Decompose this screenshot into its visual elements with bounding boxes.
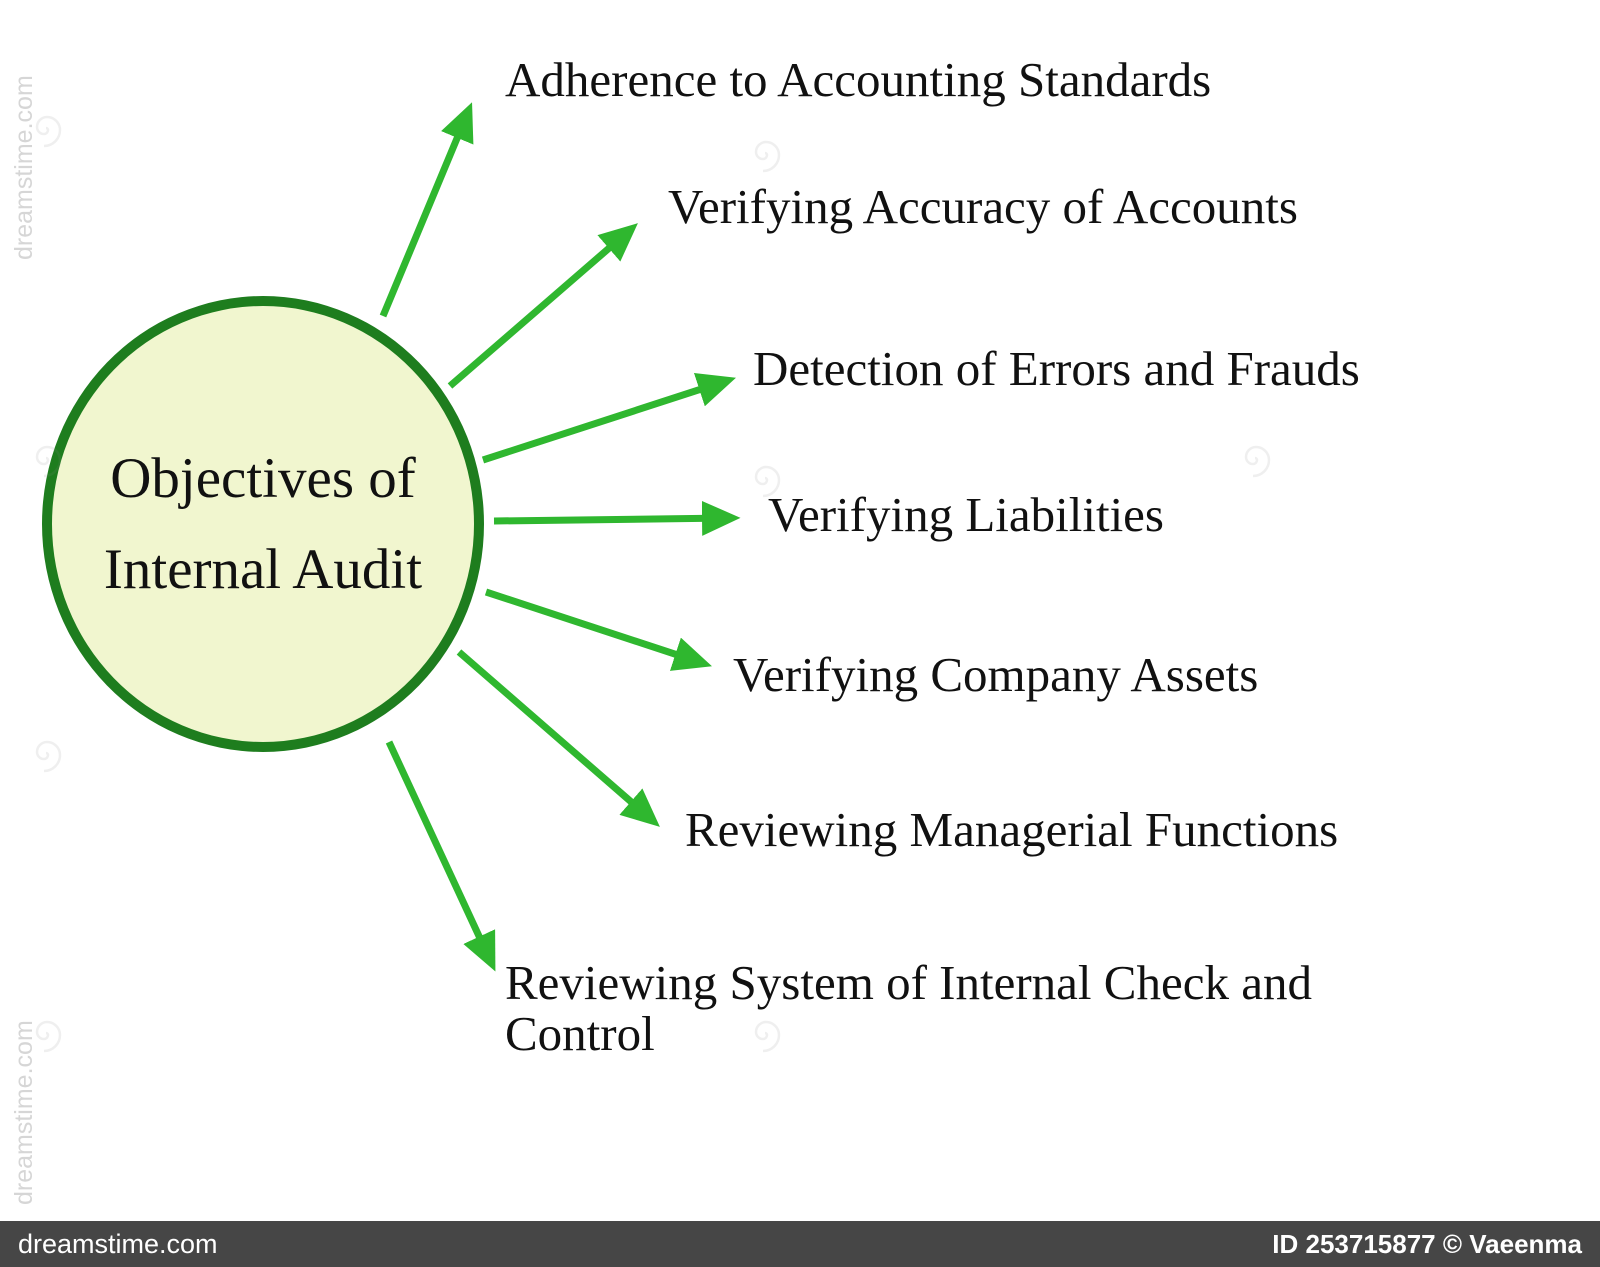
center-title-line2: Internal Audit [103, 538, 423, 601]
arrow-internal-check [385, 740, 496, 972]
objective-label-adherence: Adherence to Accounting Standards [505, 52, 1212, 107]
watermark-swirl-icon [26, 440, 66, 485]
objective-label-accuracy: Verifying Accuracy of Accounts [668, 179, 1298, 234]
footer-image-id: ID 253715877 © Vaeenma [1272, 1228, 1582, 1259]
watermark-swirl-icon [26, 735, 66, 780]
watermark-swirl-icon [1235, 440, 1275, 485]
arrow-adherence [379, 102, 474, 318]
arrow-liabilities [493, 500, 741, 536]
watermark-swirl-icon [745, 135, 785, 180]
objective-label-company-assets: Verifying Company Assets [733, 647, 1259, 702]
watermark-footer-bar: dreamstime.com ID 253715877 © Vaeenma [0, 1221, 1600, 1267]
center-node: Objectives of Internal Audit [42, 296, 484, 752]
objective-label-errors-frauds: Detection of Errors and Frauds [753, 341, 1360, 396]
objective-label-liabilities: Verifying Liabilities [768, 487, 1164, 542]
arrow-accuracy [447, 223, 638, 389]
watermark-vertical-top: dreamstime.com [10, 75, 38, 260]
arrow-managerial [456, 649, 660, 827]
objective-label-managerial: Reviewing Managerial Functions [685, 802, 1339, 857]
objective-label-internal-check: Reviewing System of Internal Check and C… [505, 955, 1312, 1061]
center-title-line1: Objectives of [110, 447, 416, 510]
watermark-swirl-icon [745, 1015, 785, 1060]
watermark-swirl-icon [745, 460, 785, 505]
footer-site-text: dreamstime.com [18, 1228, 218, 1259]
arrow-errors-frauds [481, 373, 736, 464]
watermark-swirl-icon [26, 110, 66, 155]
watermark-swirl-icon [26, 1015, 66, 1060]
arrow-company-assets [484, 588, 712, 671]
